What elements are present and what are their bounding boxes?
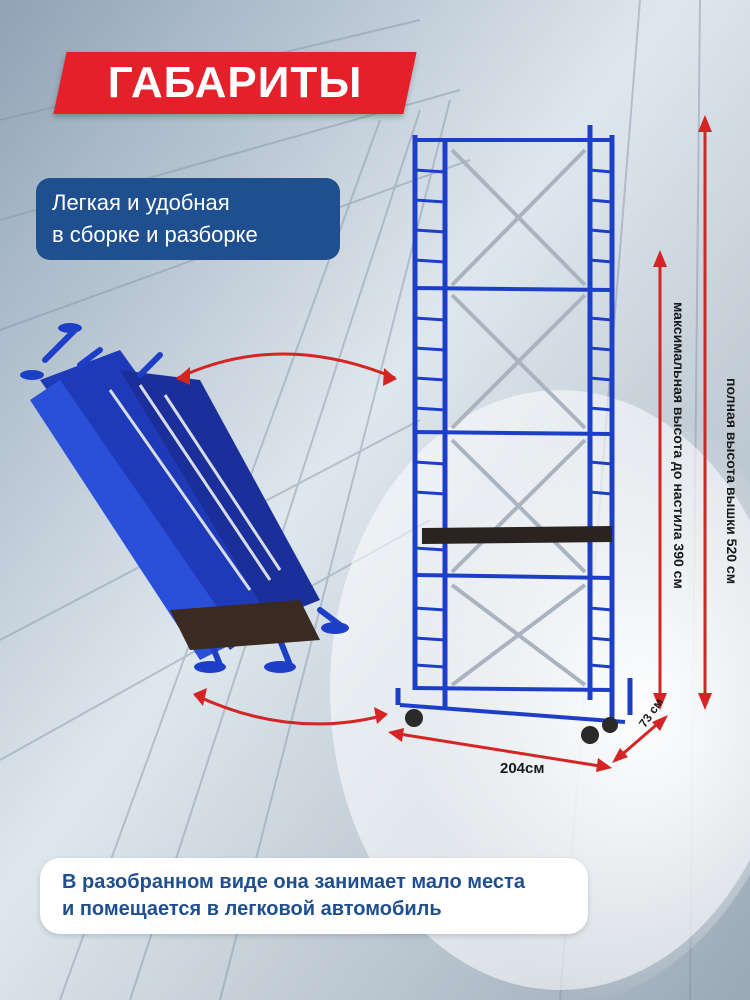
- subtitle-box: Легкая и удобная в сборке и разборке: [36, 178, 340, 260]
- assembled-scaffold-image: [395, 125, 633, 744]
- transform-arrows: [177, 352, 396, 726]
- subtitle-line-2: в сборке и разборке: [52, 222, 258, 247]
- bottom-note-line-1: В разобранном виде она занимает мало мес…: [62, 871, 525, 893]
- bottom-note-line-2: и помещается в легковой автомобиль: [62, 898, 442, 920]
- page-title: ГАБАРИТЫ: [107, 58, 363, 107]
- full-height-label: полная высота вышки 520 см: [724, 378, 740, 585]
- width-label: 204см: [500, 760, 545, 777]
- folded-scaffold-image: [20, 323, 349, 673]
- deck-height-label: максимальная высота до настила 390 см: [671, 302, 687, 589]
- subtitle-line-1: Легкая и удобная: [52, 190, 230, 215]
- bottom-note-box: В разобранном виде она занимает мало мес…: [40, 858, 588, 934]
